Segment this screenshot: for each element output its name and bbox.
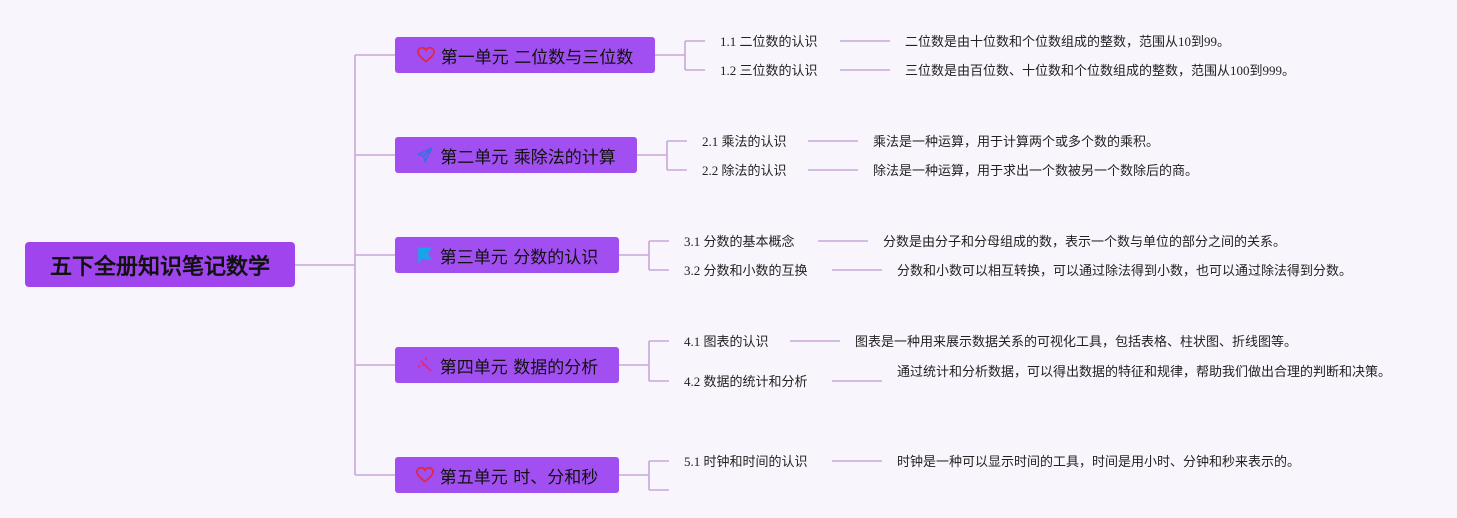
topic-3-1[interactable]: 3.1 分数的基本概念	[684, 234, 795, 249]
unit-label: 第四单元 数据的分析	[439, 357, 599, 378]
topic-3-2[interactable]: 3.2 分数和小数的互换	[684, 263, 808, 278]
desc-2-1: 乘法是一种运算，用于计算两个或多个数的乘积。	[873, 134, 1160, 149]
unit-node-5[interactable]: 第五单元 时、分和秒	[395, 457, 619, 493]
root-label: 五下全册知识笔记数学	[49, 254, 270, 280]
unit-node-4[interactable]: 第四单元 数据的分析	[395, 347, 619, 383]
unit-label: 第五单元 时、分和秒	[439, 467, 599, 488]
unit-label: 第三单元 分数的认识	[439, 247, 599, 268]
unit-node-1[interactable]: 第一单元 二位数与三位数	[395, 37, 655, 73]
desc-2-2: 除法是一种运算，用于求出一个数被另一个数除后的商。	[873, 163, 1199, 178]
desc-4-1: 图表是一种用来展示数据关系的可视化工具，包括表格、柱状图、折线图等。	[855, 334, 1298, 349]
desc-4-2: 通过统计和分析数据，可以得出数据的特征和规律，帮助我们做出合理的判断和决策。	[897, 364, 1392, 379]
desc-5-1: 时钟是一种可以显示时间的工具，时间是用小时、分钟和秒来表示的。	[897, 454, 1301, 469]
topic-4-1[interactable]: 4.1 图表的认识	[684, 334, 769, 349]
unit-label: 第一单元 二位数与三位数	[440, 47, 634, 68]
topic-1-1[interactable]: 1.1 二位数的认识	[720, 34, 818, 49]
flag-icon	[416, 246, 434, 264]
unit-label: 第二单元 乘除法的计算	[440, 147, 616, 168]
heart-icon	[415, 466, 434, 484]
unit-node-2[interactable]: 第二单元 乘除法的计算	[395, 137, 637, 173]
topic-2-2[interactable]: 2.2 除法的认识	[702, 163, 787, 178]
desc-3-2: 分数和小数可以相互转换，可以通过除法得到小数，也可以通过除法得到分数。	[897, 263, 1353, 278]
desc-1-2: 三位数是由百位数、十位数和个位数组成的整数，范围从100到999。	[905, 63, 1296, 78]
topic-5-1[interactable]: 5.1 时钟和时间的认识	[684, 454, 808, 469]
paper-plane-icon	[416, 146, 434, 164]
magic-wand-icon	[416, 356, 434, 374]
desc-3-1: 分数是由分子和分母组成的数，表示一个数与单位的部分之间的关系。	[883, 234, 1287, 249]
topic-4-2[interactable]: 4.2 数据的统计和分析	[684, 374, 808, 389]
desc-1-1: 二位数是由十位数和个位数组成的整数，范围从10到99。	[905, 34, 1231, 49]
heart-icon	[416, 46, 435, 64]
topic-1-2[interactable]: 1.2 三位数的认识	[720, 63, 818, 78]
unit-node-3[interactable]: 第三单元 分数的认识	[395, 237, 619, 273]
root-node[interactable]: 五下全册知识笔记数学	[25, 242, 295, 287]
topic-2-1[interactable]: 2.1 乘法的认识	[702, 134, 787, 149]
